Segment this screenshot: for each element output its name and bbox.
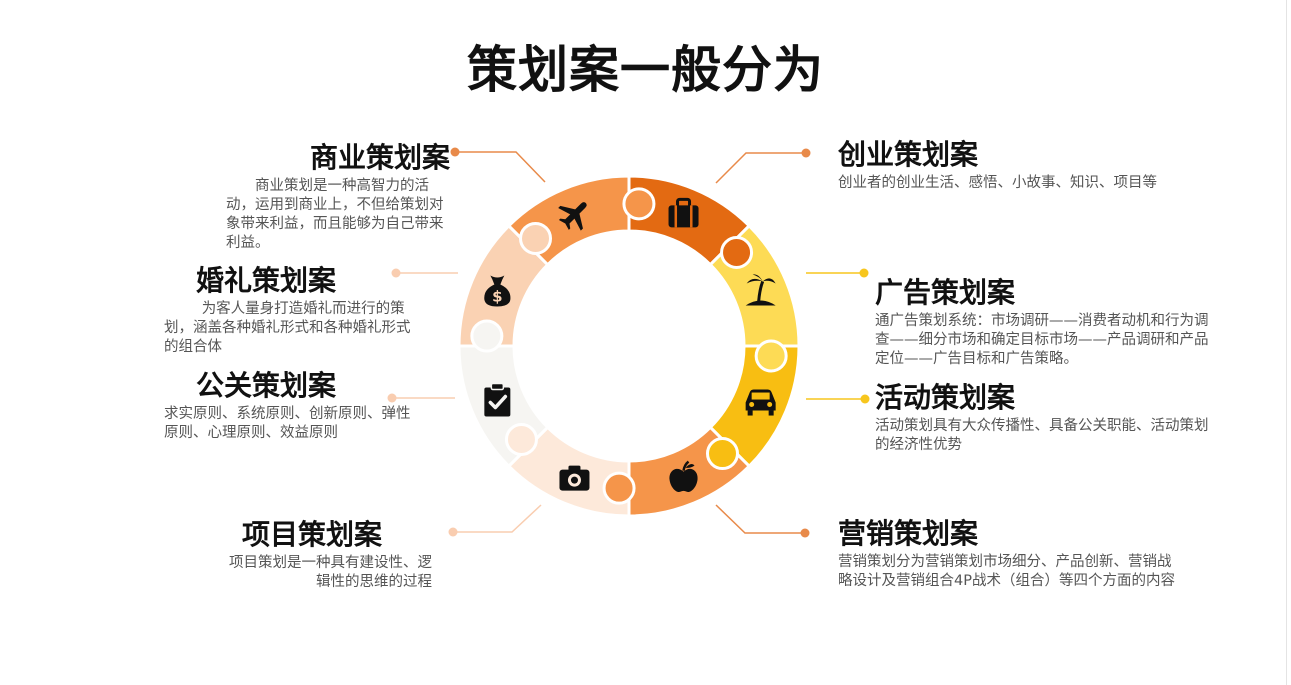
item-marketing-title: 营销策划案 (838, 517, 979, 550)
connector-pr-dot (387, 393, 397, 403)
item-advertising: 广告策划案 通广告策划系统：市场调研——消费者动机和行为调查——细分市场和确定目… (875, 276, 1220, 369)
item-business-desc: 商业策划是一种高智力的活动，运用到商业上，不但给策划对象带来利益，而且能够为自己… (226, 178, 444, 251)
connector-project-dot (448, 527, 458, 537)
money-bag-icon: $ (484, 275, 511, 307)
puzzle-knob-fill (508, 426, 535, 453)
briefcase-icon (668, 197, 699, 228)
item-wedding-title: 婚礼策划案 (196, 264, 337, 297)
connector-business-dot (450, 147, 460, 157)
item-marketing: 营销策划案 营销策划分为营销策划市场细分、产品创新、营销战略设计及营销组合4P战… (838, 517, 1183, 591)
puzzle-knob-fill (606, 475, 633, 502)
item-startup: 创业策划案 创业者的创业生活、感悟、小故事、知识、项目等 (838, 138, 1218, 193)
wheel-icons: $ (484, 197, 776, 493)
connector-business (455, 151, 546, 183)
item-startup-title: 创业策划案 (838, 138, 979, 171)
puzzle-knob-fill (723, 239, 750, 266)
item-advertising-title: 广告策划案 (875, 276, 1016, 309)
item-project-desc: 项目策划是一种具有建设性、逻辑性的思维的过程 (229, 555, 432, 590)
car-icon (745, 389, 776, 416)
puzzle-knob-fill (758, 342, 785, 369)
connector-wedding-dot (391, 268, 401, 278)
puzzle-knob-fill (709, 440, 736, 467)
item-event-title: 活动策划案 (875, 381, 1016, 414)
puzzle-knob-fill (473, 323, 500, 350)
item-project: 项目策划案 项目策划是一种具有建设性、逻辑性的思维的过程 (220, 518, 434, 592)
apple-icon (669, 460, 698, 493)
item-pr: 公关策划案 求实原则、系统原则、创新原则、弹性原则、心理原则、效益原则 (164, 369, 420, 443)
palm-island-icon (745, 274, 776, 306)
svg-text:$: $ (492, 287, 502, 305)
item-project-title: 项目策划案 (242, 518, 383, 551)
item-event: 活动策划案 活动策划具有大众传播性、具备公关职能、活动策划的经济性优势 (875, 381, 1220, 455)
connector-marketing-dot (800, 528, 810, 538)
right-edge-line (1286, 0, 1287, 685)
item-advertising-desc: 通广告策划系统：市场调研——消费者动机和行为调查——细分市场和确定目标市场——产… (875, 313, 1209, 367)
puzzle-knob-fill (522, 225, 549, 252)
airplane-icon (558, 202, 587, 231)
item-startup-desc: 创业者的创业生活、感悟、小故事、知识、项目等 (838, 175, 1157, 191)
item-wedding-desc: 为客人量身打造婚礼而进行的策划，涵盖各种婚礼形式和各种婚礼形式的组合体 (164, 301, 411, 355)
item-business-title: 商业策划案 (309, 141, 450, 174)
connector-startup-dot (801, 148, 811, 158)
puzzle-knob-fill (625, 190, 652, 217)
item-pr-title: 公关策划案 (196, 369, 337, 402)
connector-marketing (715, 504, 805, 534)
wheel-center (515, 232, 743, 460)
connector-startup (715, 152, 806, 184)
wheel-segments (457, 174, 801, 518)
item-business: 商业策划案 商业策划是一种高智力的活动，运用到商业上，不但给策划对象带来利益，而… (226, 141, 454, 253)
page-title: 策划案一般分为 (467, 41, 824, 99)
connector-advertising-dot (859, 268, 869, 278)
connector-lines (387, 147, 870, 538)
item-wedding: 婚礼策划案 为客人量身打造婚礼而进行的策划，涵盖各种婚礼形式和各种婚礼形式的组合… (164, 264, 416, 357)
item-pr-desc: 求实原则、系统原则、创新原则、弹性原则、心理原则、效益原则 (164, 406, 411, 441)
item-marketing-desc: 营销策划分为营销策划市场细分、产品创新、营销战略设计及营销组合4P战术（组合）等… (838, 554, 1175, 589)
item-event-desc: 活动策划具有大众传播性、具备公关职能、活动策划的经济性优势 (875, 418, 1209, 453)
clipboard-check-icon (484, 382, 511, 417)
camera-icon (559, 465, 590, 491)
connector-project (453, 504, 542, 533)
connector-event-dot (860, 394, 870, 404)
